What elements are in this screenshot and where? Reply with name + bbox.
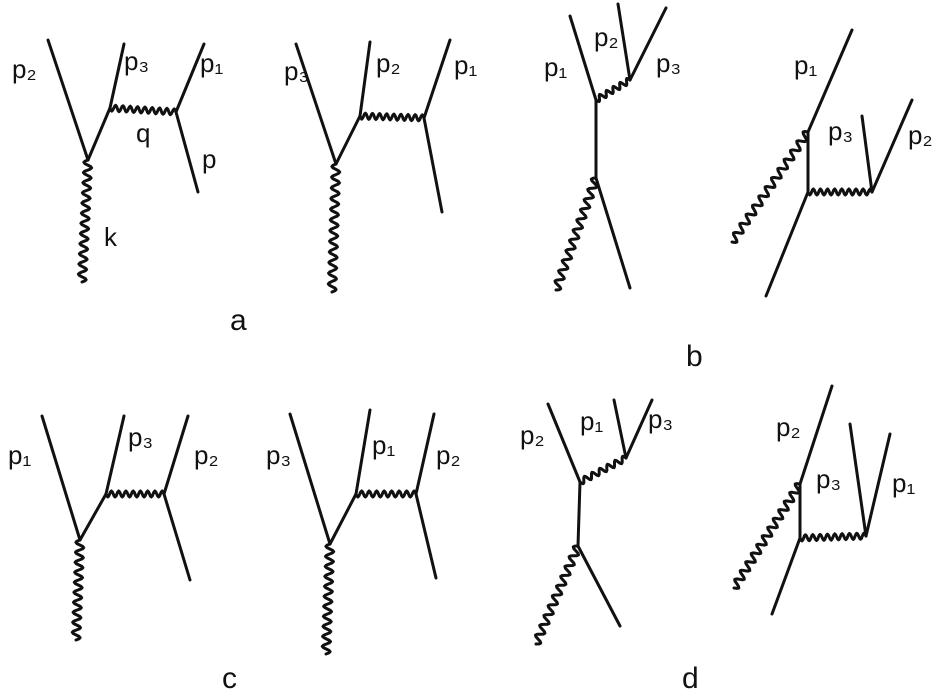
label-p3: p₃ [284,56,309,86]
label-p3: p₃ [124,46,149,76]
line-p [174,110,200,194]
label-p2: p₂ [908,120,933,150]
line-to-vertex-q [86,106,112,162]
line-p3 [104,414,126,496]
wavy-line [798,531,868,543]
line-p1 [354,408,372,496]
line-p3 [860,114,874,194]
line-p [162,492,192,582]
label-p1: p₁ [544,52,567,82]
label-p1: p₁ [580,406,603,436]
label-p3: p₃ [128,422,153,452]
line-p3 [288,412,332,546]
line-p2 [616,2,632,82]
label-q: q [136,118,150,148]
line-p1 [174,42,206,114]
label-p2: p₂ [12,54,37,84]
line-p2 [798,384,834,486]
label-p2: p₂ [776,412,801,442]
label-p3: p₃ [816,464,841,494]
line-p [594,176,632,290]
diagram-c-right: p₃ p₁ p₂ [266,408,461,656]
label-p2: p₂ [436,440,461,470]
wavy-line-k [730,130,810,244]
wavy-line [358,111,426,123]
label-p1: p₁ [8,440,31,470]
wavy-line [594,76,632,104]
wavy-line-k [732,482,802,590]
line-p3 [628,6,668,82]
diagram-b-left: p₁ p₂ p₃ [544,2,681,292]
line-to-vertex [78,492,108,542]
line-p [414,492,438,580]
label-p1: p₁ [454,50,477,80]
label-p2: p₂ [594,22,619,52]
line-p2 [870,98,914,194]
wavy-line-k [70,538,86,642]
label-p1: p₁ [892,468,915,498]
line-p1 [864,432,892,538]
line-p3 [624,398,654,460]
line-p [764,190,810,298]
line-p1 [612,398,628,460]
line-p [770,536,802,616]
wavy-line-k [326,162,342,294]
wavy-line-k [534,544,580,646]
line-p2 [414,412,436,496]
diagram-b-right: p₁ p₃ p₂ [730,28,933,298]
wavy-line [578,454,628,486]
wavy-line-k [553,176,599,292]
wavy-line [806,187,874,197]
wavy-line [104,489,166,499]
label-p3: p₃ [266,440,291,470]
diagram-d-left: p₂ p₁ p₃ [520,398,673,646]
line-p3 [108,42,126,110]
label-p: p [202,144,216,174]
line-p2 [358,40,372,118]
label-p2: p₂ [376,48,401,78]
line-p3 [294,42,338,166]
line-p3 [848,422,868,538]
wavy-line [354,489,418,499]
line-p2 [546,402,582,484]
diagram-a-right: p₃ p₂ p₁ [284,38,477,294]
label-p3: p₃ [648,404,673,434]
line-p [576,544,622,628]
caption-c: c [222,662,237,695]
wavy-line-q [108,103,178,117]
diagram-a-left: p₂ p₃ p₁ q p k [12,38,223,284]
line-p [422,116,444,214]
label-p3: p₃ [828,116,853,146]
caption-d: d [682,662,699,695]
line-p1 [806,28,854,134]
label-p3: p₃ [656,48,681,78]
diagram-c-left: p₁ p₃ p₂ [8,414,219,642]
caption-b: b [686,340,703,373]
line-to-vertex [334,114,362,166]
line-to-vertex [328,492,358,546]
diagram-d-right: p₂ p₃ p₁ [732,384,915,616]
label-p1: p₁ [794,50,817,80]
wavy-line-k [76,158,94,284]
label-p2: p₂ [194,440,219,470]
label-k: k [104,222,118,252]
line-p2 [162,414,190,496]
line-p1 [422,38,452,120]
line-internal [576,480,582,548]
wavy-line-k [320,542,336,656]
caption-a: a [230,304,247,337]
line-p1 [568,14,598,102]
label-p1: p₁ [200,48,223,78]
line-p1 [40,414,82,542]
line-p2 [46,38,90,162]
label-p1: p₁ [372,430,395,460]
label-p2: p₂ [520,420,545,450]
